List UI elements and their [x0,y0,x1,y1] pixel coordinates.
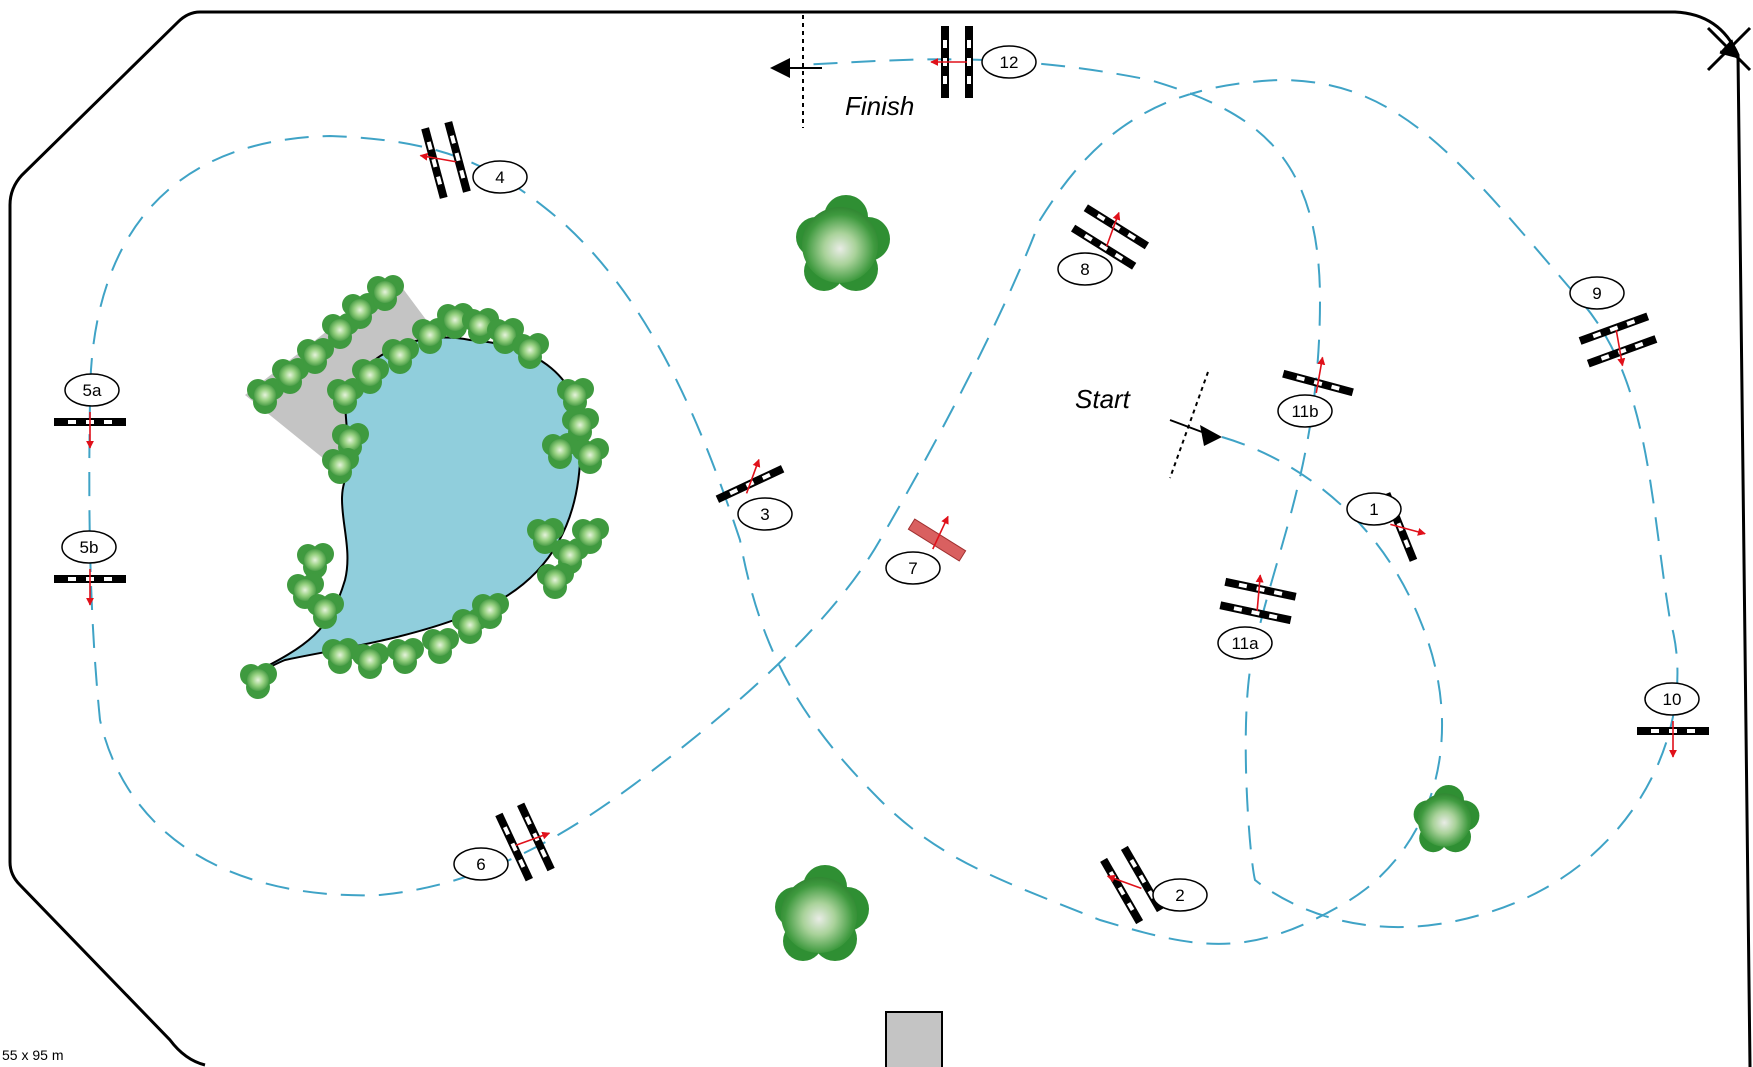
tree-icon [775,865,869,961]
obstacle-number-oval [885,551,941,585]
obstacle-number-oval [1057,252,1113,286]
direction-arrow [1105,211,1121,247]
obstacle-label: 11a [1231,634,1259,653]
obstacle-label: 9 [1592,284,1601,303]
obstacle-9: 9 [1569,276,1658,368]
obstacle-number-oval [1569,276,1625,310]
obstacle-number-oval [61,530,117,564]
obstacle-label: 11b [1291,402,1318,421]
obstacle-1: 1 [1346,492,1426,562]
north-arrow-icon [1706,26,1752,72]
obstacle-12: 12 [930,26,1037,98]
obstacle-number-oval [64,373,120,407]
rail-pole [1219,601,1292,625]
obstacle-label: 4 [495,168,504,187]
obstacle-2: 2 [1100,845,1208,925]
obstacle-11b: 11b [1277,356,1354,428]
obstacle-number-oval [1152,878,1208,912]
obstacle-number-oval [472,160,528,194]
obstacle-8: 8 [1057,204,1150,286]
obstacle-number-oval [737,497,793,531]
obstacle-label: 6 [476,855,485,874]
obstacle-label: 12 [1000,53,1019,72]
tree-icon [1413,785,1480,853]
obstacle-number-oval [453,847,509,881]
obstacle-number-oval [1217,626,1273,660]
obstacle-label: 7 [908,559,917,578]
direction-arrow [1106,874,1142,890]
start-label: Start [1075,384,1132,414]
direction-arrow [515,831,551,847]
obstacle-number-oval [981,45,1037,79]
obstacle-7: 7 [885,515,967,585]
obstacle-number-oval [1346,492,1402,526]
finish-line [770,15,822,128]
obstacle-5b: 5b [54,530,126,606]
rail-pole [421,127,448,199]
obstacle-4: 4 [419,121,528,199]
obstacle-10: 10 [1637,682,1709,758]
direction-arrow [1615,330,1626,367]
rail-pole [444,121,471,193]
obstacle-6: 6 [453,802,555,882]
obstacle-number-oval [1644,682,1700,716]
obstacle-number-oval [1277,394,1333,428]
gate-icon [885,1011,943,1067]
course-route [88,58,1679,945]
finish-label: Finish [845,91,914,121]
tree-icon [796,195,890,291]
obstacle-label: 1 [1369,500,1378,519]
direction-arrow [419,152,456,163]
start-line [1169,371,1222,479]
obstacle-11a: 11a [1217,574,1297,660]
obstacle-label: 8 [1080,260,1089,279]
obstacle-label: 3 [760,505,769,524]
direction-arrow [932,515,949,550]
obstacle-3: 3 [715,458,793,531]
obstacle-5a: 5a [54,373,126,449]
arena-boundary [8,10,1752,1067]
obstacle-label: 2 [1175,886,1184,905]
rail-pole [1578,312,1650,345]
arena-dimensions: 55 x 95 m [2,1047,63,1063]
direction-arrow [745,458,761,494]
obstacle-label: 10 [1663,690,1682,709]
direction-arrow [1255,574,1264,612]
obstacle-label: 5a [83,381,102,400]
obstacle-label: 5b [80,538,99,557]
direction-arrow [1390,523,1426,536]
direction-arrow [1315,356,1326,393]
